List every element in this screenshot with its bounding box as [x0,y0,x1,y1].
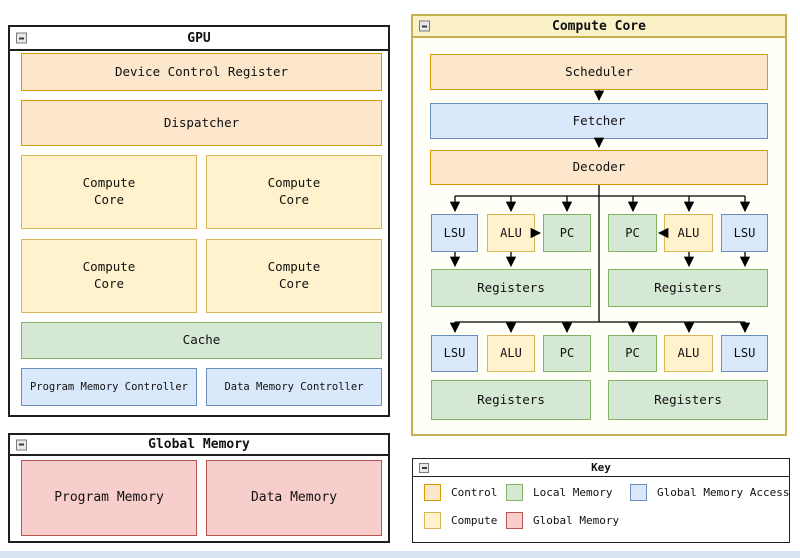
registers-box: Registers [608,269,768,307]
collapse-icon[interactable] [16,32,27,44]
minus-glyph [19,37,24,39]
unit-box-alu: ALU [664,335,713,372]
unit-box-alu: ALU [487,335,535,372]
scheduler-box: Scheduler [430,54,768,90]
gpu-window: GPU Device Control Register Dispatcher C… [8,25,390,417]
device-control-register-box: Device Control Register [21,53,382,91]
collapse-icon[interactable] [419,462,429,473]
unit-box-pc: PC [543,335,591,372]
legend-label: Compute [451,513,498,527]
compute-core-window-title: Compute Core [552,18,646,34]
legend-label: Global Memory [533,513,620,527]
legend-item: Local Memory [506,483,612,501]
minus-glyph [421,466,427,469]
key-window-title: Key [591,461,611,474]
unit-box-lsu: LSU [721,335,768,372]
legend-label: Control [451,485,498,499]
program-memory-controller-box: Program Memory Controller [21,368,197,406]
global-memory-window-titlebar: Global Memory [10,435,388,456]
collapse-icon[interactable] [16,439,27,450]
global-memory-access-swatch [630,483,647,501]
global-memory-window: Global Memory Program Memory Data Memory [8,433,390,543]
registers-box: Registers [608,380,768,420]
registers-box: Registers [431,269,591,307]
compute-core-box: Compute Core [206,155,382,229]
bottom-edge-strip [0,551,800,558]
compute-core-window: Compute Core Scheduler Fetcher Decoder L… [411,14,787,436]
compute-core-box: Compute Core [21,239,197,313]
registers-box: Registers [431,380,591,420]
unit-box-pc: PC [608,335,657,372]
global-memory-window-title: Global Memory [148,437,250,452]
legend-item: Global Memory [506,511,619,529]
legend-item: Control [424,483,497,501]
compute-core-box: Compute Core [206,239,382,313]
minus-glyph [19,443,24,446]
data-memory-box: Data Memory [206,460,382,536]
local-memory-swatch [506,483,523,501]
compute-core-window-titlebar: Compute Core [413,16,785,38]
program-memory-box: Program Memory [21,460,197,536]
unit-box-lsu: LSU [431,214,478,252]
cache-box: Cache [21,322,382,359]
unit-box-pc: PC [608,214,657,252]
fetcher-box: Fetcher [430,103,768,139]
compute-swatch [424,511,441,529]
unit-box-alu: ALU [487,214,535,252]
collapse-icon[interactable] [419,20,430,32]
control-swatch [424,483,441,501]
unit-box-pc: PC [543,214,591,252]
key-window: Key Control Local Memory Global Memory A… [412,458,790,543]
unit-box-lsu: LSU [721,214,768,252]
unit-box-alu: ALU [664,214,713,252]
compute-core-box: Compute Core [21,155,197,229]
minus-glyph [422,25,427,27]
legend-label: Global Memory Access [657,485,790,499]
legend-item: Compute [424,511,497,529]
decoder-box: Decoder [430,150,768,185]
key-window-titlebar: Key [413,459,789,477]
dispatcher-box: Dispatcher [21,100,382,146]
legend-label: Local Memory [533,485,613,499]
global-memory-swatch [506,511,523,529]
unit-box-lsu: LSU [431,335,478,372]
gpu-window-title: GPU [187,30,211,46]
gpu-window-titlebar: GPU [10,27,388,51]
data-memory-controller-box: Data Memory Controller [206,368,382,406]
legend-item: Global Memory Access [630,483,789,501]
